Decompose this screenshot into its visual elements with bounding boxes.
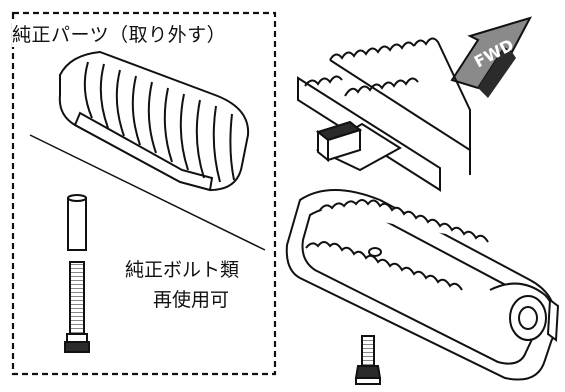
fwd-arrow-icon: FWD (450, 16, 533, 98)
reuse-note-line2: 再使用可 (153, 285, 230, 312)
oem-parts-title: 純正パーツ（取り外す） (12, 20, 227, 47)
spring-clip (297, 37, 471, 192)
peg-shadow-line (29, 134, 266, 251)
reuse-note-line1: 純正ボルト類 (125, 255, 240, 282)
oem-parts-frame (11, 11, 277, 376)
oem-rubber-footpeg (58, 50, 250, 192)
small-bolt-icon (354, 335, 382, 385)
bolt-icon (64, 261, 90, 353)
spring-clip-block (315, 120, 363, 163)
replacement-footpeg (285, 189, 560, 381)
collar-icon (67, 194, 87, 251)
